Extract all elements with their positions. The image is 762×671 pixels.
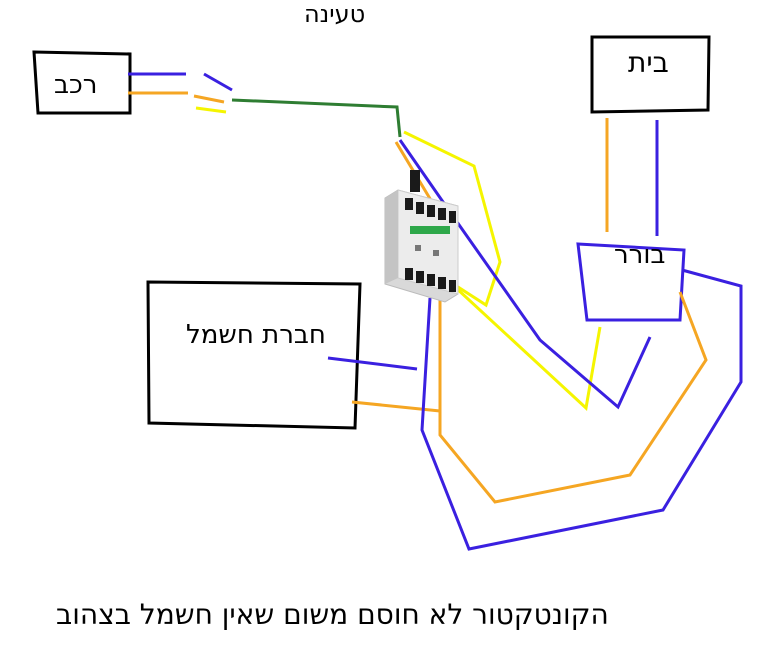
well-label: בורר	[614, 240, 666, 270]
orange-wire-loop	[438, 291, 708, 504]
contactor	[384, 170, 459, 303]
well-selector-box	[576, 242, 686, 322]
company-orange-wire	[351, 400, 441, 413]
house-label: בית	[628, 46, 669, 79]
plug-blue-prong	[203, 72, 233, 92]
title-label: טעינה	[304, 0, 366, 28]
electric-company-label: חברת חשמל	[186, 320, 326, 350]
plug-yellow-prong	[195, 106, 227, 114]
electric-company-box	[146, 280, 362, 430]
yellow-wire-loop	[403, 130, 502, 308]
car-label: רכב	[54, 70, 98, 100]
green-wire	[231, 98, 402, 138]
yellow-wire-to-well	[453, 285, 602, 411]
plug-orange-prong	[193, 94, 225, 104]
caption: הקונטקטור לא חוסם משום שאין חשמל בצהוב	[56, 598, 609, 631]
company-blue-wire	[327, 356, 418, 371]
blue-wire-diagonal	[398, 139, 652, 410]
blue-wire-loop	[420, 268, 743, 551]
car-box	[32, 50, 132, 115]
house-box	[590, 35, 711, 114]
